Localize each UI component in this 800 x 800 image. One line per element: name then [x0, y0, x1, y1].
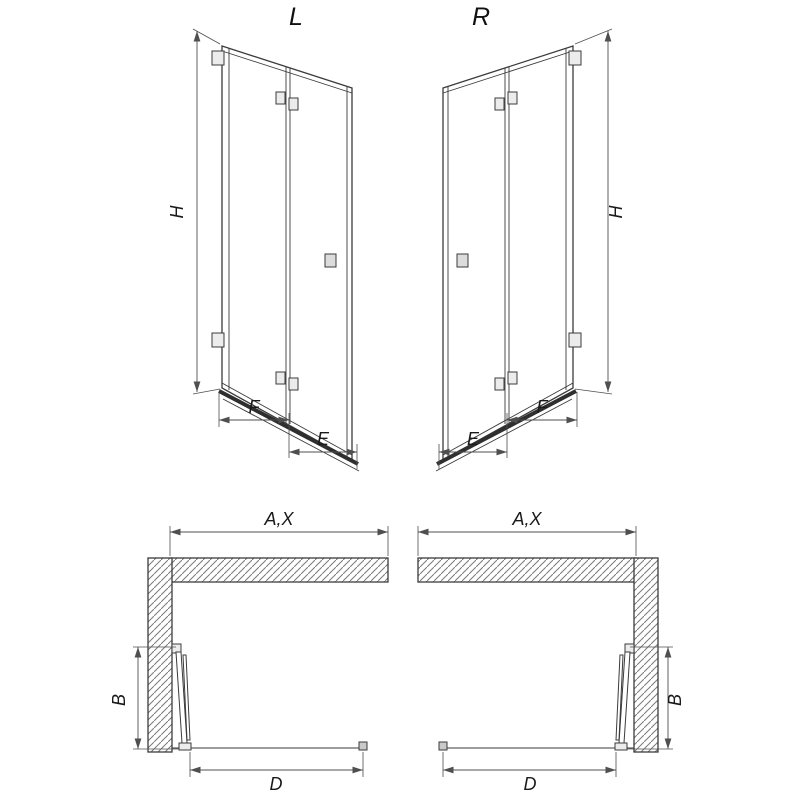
dimension-depth-left-plan: B [109, 646, 179, 750]
dim-label-f-right: F [537, 397, 549, 417]
variant-label-right: R [472, 3, 490, 31]
dimension-entry-left-plan: D [189, 752, 364, 794]
top-profile-line [221, 50, 353, 94]
variant-label-left: L [289, 3, 303, 31]
walls-left-plan [147, 557, 389, 753]
dim-label-width-left-plan: A,X [263, 509, 294, 529]
wall-hinge-block [568, 50, 582, 66]
folded-panel [182, 654, 191, 741]
wall-stop-block [358, 741, 368, 751]
bottom-profile-line [221, 382, 353, 456]
dimension-width-right-plan: A,X [417, 509, 637, 556]
dim-label-entry-right-plan: D [524, 774, 537, 794]
fold-hinge-block [288, 377, 299, 391]
dimension-height-right: H [574, 28, 626, 395]
extension-line [574, 388, 613, 395]
door-outline [442, 45, 574, 462]
dimension-depth-right-plan: B [627, 646, 685, 750]
folded-panel [615, 654, 624, 741]
wall-stop-block [438, 741, 448, 751]
door-outline [221, 45, 353, 462]
dim-label-depth-right-plan: B [665, 694, 685, 706]
wall-hinge-block [211, 332, 225, 348]
extension-line [574, 28, 613, 45]
dim-label-entry-left-plan: D [270, 774, 283, 794]
dimension-entry-right-plan: D [442, 752, 617, 794]
fold-hinge-block [275, 91, 286, 105]
dim-label-e-right: E [467, 429, 480, 449]
folded-door-package-left [171, 643, 192, 751]
hinges-right [456, 50, 582, 391]
dim-label-width-right-plan: A,X [511, 509, 542, 529]
dimension-width-left-plan: A,X [169, 509, 389, 556]
side-wall [147, 557, 173, 753]
top-profile-line [442, 50, 574, 94]
elevation-view-left: L H [167, 3, 360, 472]
fold-hinge-block [494, 97, 505, 111]
dim-label-e-left: E [317, 429, 330, 449]
fold-hinge-block [494, 377, 505, 391]
dim-label-f-left: F [249, 397, 261, 417]
bottom-profile-line [442, 382, 574, 456]
back-wall [169, 557, 389, 583]
dimension-widths-left: F E [218, 392, 358, 469]
dimension-widths-right: E F [438, 392, 578, 469]
door-handle [456, 253, 469, 268]
foot-block [614, 742, 628, 751]
fold-hinge-block [507, 371, 518, 385]
back-wall [417, 557, 637, 583]
plan-view-right: A,X B D [417, 509, 685, 794]
threshold-rail [436, 389, 577, 466]
foot-block [178, 742, 192, 751]
fold-hinge-block [275, 371, 286, 385]
door-handle [324, 253, 337, 268]
side-wall [633, 557, 659, 753]
hinges-left [211, 50, 337, 391]
walls-right-plan [417, 557, 659, 753]
elevation-view-right: R H [435, 3, 626, 472]
folded-door-package-right [614, 643, 635, 751]
threshold-rail-edge [435, 398, 573, 472]
dim-label-height-right: H [606, 205, 626, 219]
plan-view-left: A,X B D [109, 509, 389, 794]
fold-hinge-block [288, 97, 299, 111]
threshold-rail [218, 389, 359, 466]
wall-hinge-block [211, 50, 225, 66]
dim-label-depth-left-plan: B [109, 694, 129, 706]
wall-hinge-block [568, 332, 582, 348]
dim-label-height-left: H [167, 205, 187, 219]
extension-line [192, 388, 221, 395]
dimension-height-left: H [167, 28, 221, 395]
threshold-rail-edge [222, 398, 360, 472]
fold-hinge-block [507, 91, 518, 105]
